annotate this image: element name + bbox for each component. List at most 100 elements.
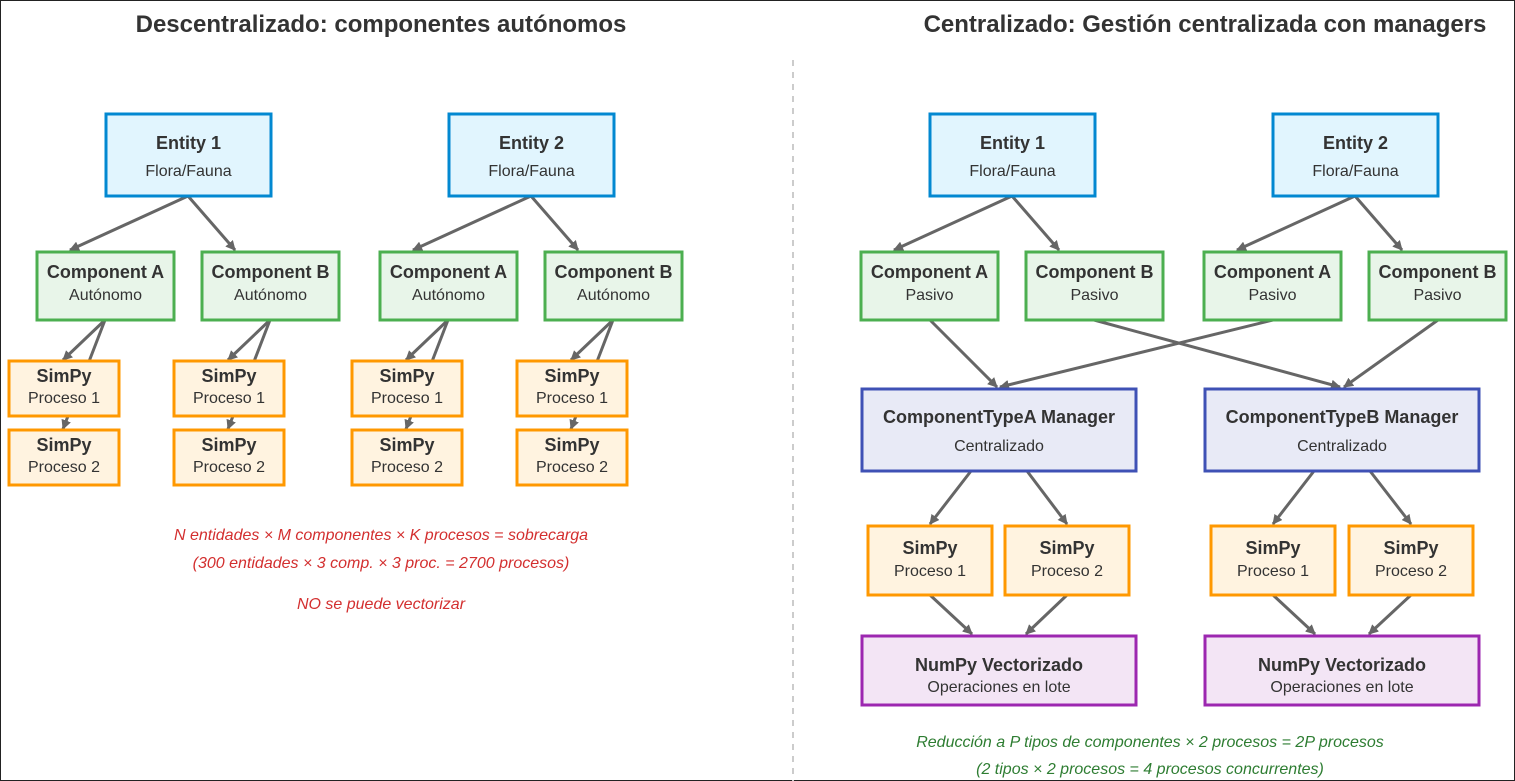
- numpy-a-box: [860, 634, 1138, 707]
- left-entity-2-component-a-title: Component A: [390, 262, 507, 282]
- left-entity-1-component-b-edge-in: [186, 195, 237, 251]
- left-entity-1-component-a-subtitle: Autónomo: [69, 287, 142, 304]
- left-entity-2-component-a-edge-p1: [404, 318, 450, 362]
- right-entity-2-component-b-box: [1367, 250, 1508, 322]
- left-entity-1-component-b-process-2-subtitle: Proceso 2: [193, 459, 265, 476]
- left-entity-1-component-a-process-1-subtitle: Proceso 1: [28, 390, 100, 407]
- left-entity-2-component-b-edge-p1: [569, 318, 615, 362]
- right-entity-2-component-a-edge-in: [1236, 194, 1356, 252]
- left-entity-2-component-a-process-2-subtitle: Proceso 2: [371, 459, 443, 476]
- manager-b-edge-p1: [1271, 470, 1316, 525]
- numpy-b-edge-from-p2: [1367, 593, 1413, 636]
- manager-b-process-2-title: SimPy: [1383, 538, 1438, 558]
- manager-a-process-1-box: [866, 524, 994, 597]
- left-note-example: (300 entidades × 3 comp. × 3 proc. = 270…: [193, 555, 570, 572]
- left-entity-1-component-b-box: [200, 250, 341, 322]
- manager-a-process-2-subtitle: Proceso 2: [1031, 563, 1103, 580]
- left-note-vectorize: NO se puede vectorizar: [297, 596, 466, 613]
- manager-a-edge-p2: [1025, 470, 1069, 525]
- left-entity-2-component-a-process-1-box: [350, 359, 464, 418]
- numpy-a-title: NumPy Vectorizado: [915, 655, 1083, 675]
- manager-b-process-2-box: [1347, 524, 1475, 597]
- left-entity-1-subtitle: Flora/Fauna: [145, 163, 231, 180]
- numpy-b-edge-from-p1: [1271, 593, 1317, 636]
- edge-e1a-manager-a: [928, 318, 999, 389]
- right-entity-2-component-a-box: [1202, 250, 1343, 322]
- right-entity-1-component-a-edge-in: [893, 194, 1013, 252]
- left-entity-1-component-a: Component A Autónomo: [35, 250, 176, 322]
- right-entity-2-component-b: Component B Pasivo: [1367, 250, 1508, 322]
- left-entity-2-component-a-box: [378, 250, 519, 322]
- numpy-a-edge-from-p2: [1024, 593, 1069, 636]
- left-entity-2-component-a-edge-in: [412, 194, 532, 252]
- manager-b-process-2-subtitle: Proceso 2: [1375, 563, 1447, 580]
- numpy-b-title: NumPy Vectorizado: [1258, 655, 1426, 675]
- left-entity-1-component-b-process-1-subtitle: Proceso 1: [193, 390, 265, 407]
- left-entity-2-component-b-process-2-title: SimPy: [544, 435, 599, 455]
- left-entity-2-subtitle: Flora/Fauna: [488, 163, 574, 180]
- right-entity-1-component-a-subtitle: Pasivo: [905, 287, 953, 304]
- left-entity-2-component-a-process-2-box: [350, 428, 464, 487]
- right-section-title: Centralizado: Gestión centralizada con m…: [924, 11, 1487, 38]
- manager-a-title: ComponentTypeA Manager: [883, 407, 1115, 427]
- right-entity-1-component-b-edge-in: [1010, 195, 1061, 251]
- manager-a-process-1-subtitle: Proceso 1: [894, 563, 966, 580]
- numpy-b-box: [1203, 634, 1481, 707]
- edge-e1b-manager-b: [1093, 318, 1341, 390]
- right-entity-2-title: Entity 2: [1323, 133, 1388, 153]
- manager-b-process-1-box: [1209, 524, 1337, 597]
- left-entity-2-component-b-edge-in: [529, 195, 580, 251]
- left-entity-1-component-a-process-1-title: SimPy: [36, 366, 91, 386]
- left-entity-1-component-a-title: Component A: [47, 262, 164, 282]
- left-note-overhead: N entidades × M componentes × K procesos…: [174, 527, 588, 544]
- right-entity-1-component-b-title: Component B: [1036, 262, 1154, 282]
- left-entity-1-component-b-title: Component B: [212, 262, 330, 282]
- left-entity-2-component-b-process-1-subtitle: Proceso 1: [536, 390, 608, 407]
- left-entity-1-component-a-process-2-title: SimPy: [36, 435, 91, 455]
- left-entity-1-component-a-edge-in: [69, 194, 189, 252]
- left-entity-2-component-a-process-1-subtitle: Proceso 1: [371, 390, 443, 407]
- left-entity-1-component-a-process-1-box: [7, 359, 121, 418]
- left-entity-1-component-a-process-2-subtitle: Proceso 2: [28, 459, 100, 476]
- manager-a-edge-p1: [928, 470, 973, 525]
- numpy-a-edge-from-p1: [928, 593, 974, 636]
- manager-b-title: ComponentTypeB Manager: [1226, 407, 1459, 427]
- right-note-reduction: Reducción a P tipos de componentes × 2 p…: [916, 734, 1384, 751]
- right-entity-1-component-a-box: [859, 250, 1000, 322]
- left-entity-2-component-a: Component A Autónomo: [378, 250, 519, 322]
- right-entity-2-component-a-title: Component A: [1214, 262, 1331, 282]
- left-entity-1-component-a-box: [35, 250, 176, 322]
- left-entity-1-component-b-edge-p1: [226, 318, 272, 362]
- left-entity-2-title: Entity 2: [499, 133, 564, 153]
- right-note-example: (2 tipos × 2 procesos = 4 procesos concu…: [976, 761, 1324, 778]
- right-entity-1-component-b-box: [1024, 250, 1165, 322]
- left-entity-2-component-a-subtitle: Autónomo: [412, 287, 485, 304]
- manager-b-edge-p2: [1368, 470, 1413, 525]
- right-entity-2-component-b-title: Component B: [1379, 262, 1497, 282]
- right-entity-2-component-b-subtitle: Pasivo: [1413, 287, 1461, 304]
- manager-a-process-1-title: SimPy: [902, 538, 957, 558]
- left-entity-1-box: [104, 112, 273, 198]
- right-entity-1-box: [928, 112, 1097, 198]
- edge-e2a-manager-a: [999, 318, 1274, 390]
- left-entity-1-component-b-subtitle: Autónomo: [234, 287, 307, 304]
- right-entity-2-component-b-edge-in: [1353, 195, 1404, 251]
- left-entity-2-component-b-process-1-title: SimPy: [544, 366, 599, 386]
